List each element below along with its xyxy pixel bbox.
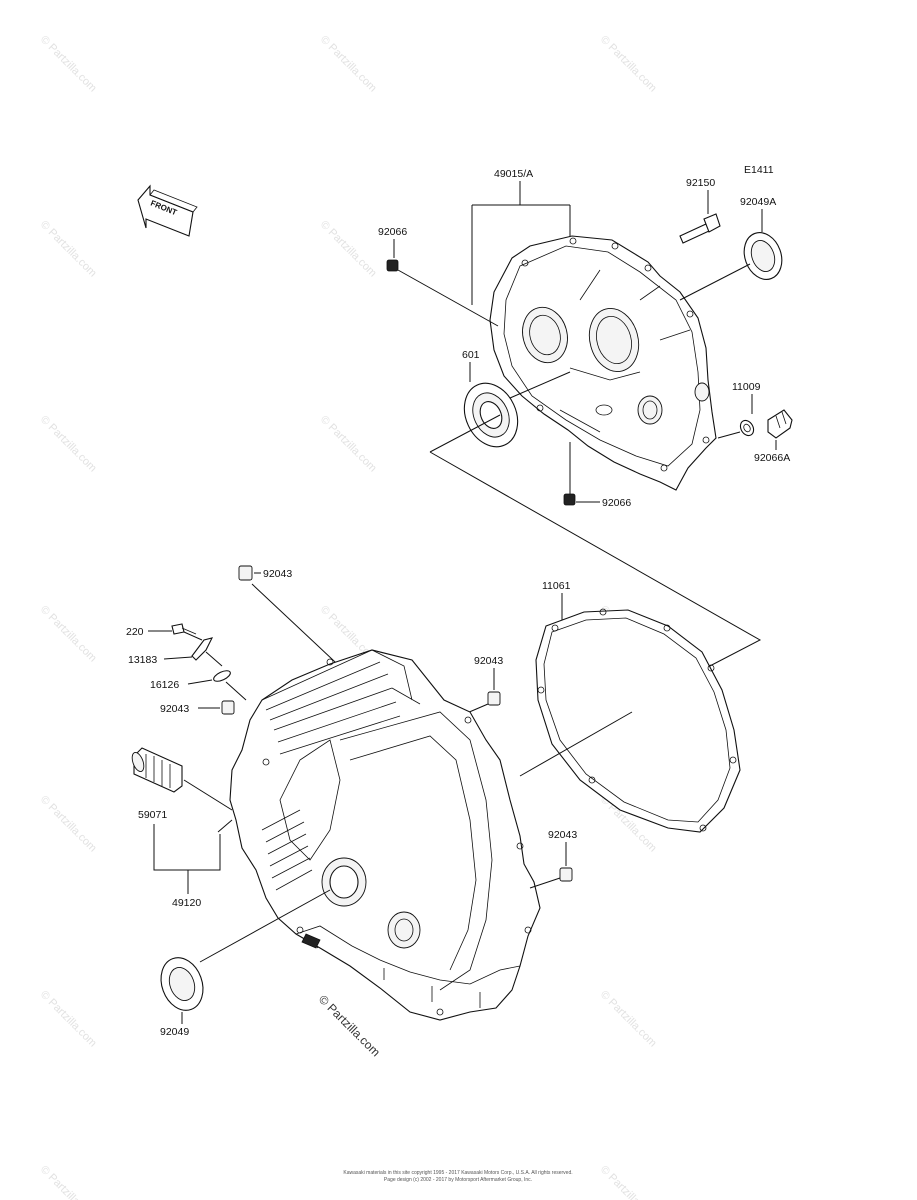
crankcase bbox=[229, 649, 541, 1021]
callout-92043-d: 92043 bbox=[548, 829, 577, 841]
dowel-pin-92043-c bbox=[487, 691, 501, 706]
callout-11009: 11009 bbox=[732, 381, 761, 393]
watermark: © Partzilla.com bbox=[318, 34, 379, 95]
dowel-pin-92043-d bbox=[559, 867, 573, 882]
callout-92049: 92049 bbox=[160, 1026, 189, 1038]
watermark: © Partzilla.com bbox=[38, 1164, 99, 1200]
o-ring-16126 bbox=[213, 670, 231, 682]
screw-220 bbox=[171, 623, 197, 635]
callout-49120: 49120 bbox=[172, 897, 201, 909]
breather-59071 bbox=[131, 747, 183, 793]
ball-bearing-601 bbox=[463, 382, 519, 448]
callout-92150: 92150 bbox=[686, 177, 715, 189]
bolt-92150 bbox=[679, 213, 721, 244]
callout-220: 220 bbox=[126, 626, 144, 638]
dowel-pin-92043-a bbox=[238, 565, 253, 581]
front-arrow-icon: FRONT bbox=[137, 184, 198, 237]
callout-16126: 16126 bbox=[150, 679, 179, 691]
washer-11009 bbox=[739, 419, 755, 437]
oil-plug-92066A bbox=[767, 409, 793, 439]
dowel-pin-92043-b bbox=[221, 700, 235, 715]
watermark: © Partzilla.com bbox=[38, 414, 99, 475]
copyright-line-2: Page design (c) 2002 - 2017 by Motorspor… bbox=[384, 1177, 532, 1183]
callout-601: 601 bbox=[462, 349, 480, 361]
callout-92043-c: 92043 bbox=[474, 655, 503, 667]
center-watermark: © Partzilla.com bbox=[316, 992, 383, 1059]
watermark: © Partzilla.com bbox=[38, 219, 99, 280]
callout-49015: 49015/A bbox=[494, 168, 533, 180]
copyright-line-1: Kawasaki materials in this site copyrigh… bbox=[343, 1170, 572, 1176]
watermark: © Partzilla.com bbox=[598, 1164, 659, 1200]
watermark: © Partzilla.com bbox=[38, 34, 99, 95]
callout-13183: 13183 bbox=[128, 654, 157, 666]
watermark: © Partzilla.com bbox=[318, 219, 379, 280]
watermark: © Partzilla.com bbox=[598, 989, 659, 1050]
callout-92049A: 92049A bbox=[740, 196, 776, 208]
diagram-code: E1411 bbox=[744, 164, 774, 176]
callout-92066-top: 92066 bbox=[378, 226, 407, 238]
plate-13183 bbox=[191, 637, 214, 661]
gasket-11061 bbox=[535, 608, 741, 833]
dowel-pin-92066-bottom bbox=[563, 493, 576, 506]
watermark: © Partzilla.com bbox=[598, 34, 659, 95]
callout-92066-bottom: 92066 bbox=[602, 497, 631, 509]
callout-11061: 11061 bbox=[542, 580, 571, 592]
oil-seal-92049 bbox=[160, 957, 204, 1011]
callout-92043-b: 92043 bbox=[160, 703, 189, 715]
watermark: © Partzilla.com bbox=[38, 989, 99, 1050]
watermark: © Partzilla.com bbox=[38, 604, 99, 665]
oil-seal-92049A bbox=[743, 232, 783, 280]
dowel-pin-92066 bbox=[386, 259, 399, 272]
crankcase-cover bbox=[489, 235, 717, 491]
callout-92066A: 92066A bbox=[754, 452, 790, 464]
callout-59071: 59071 bbox=[138, 809, 167, 821]
watermark: © Partzilla.com bbox=[318, 414, 379, 475]
watermark: © Partzilla.com bbox=[38, 794, 99, 855]
callout-92043-a: 92043 bbox=[263, 568, 292, 580]
